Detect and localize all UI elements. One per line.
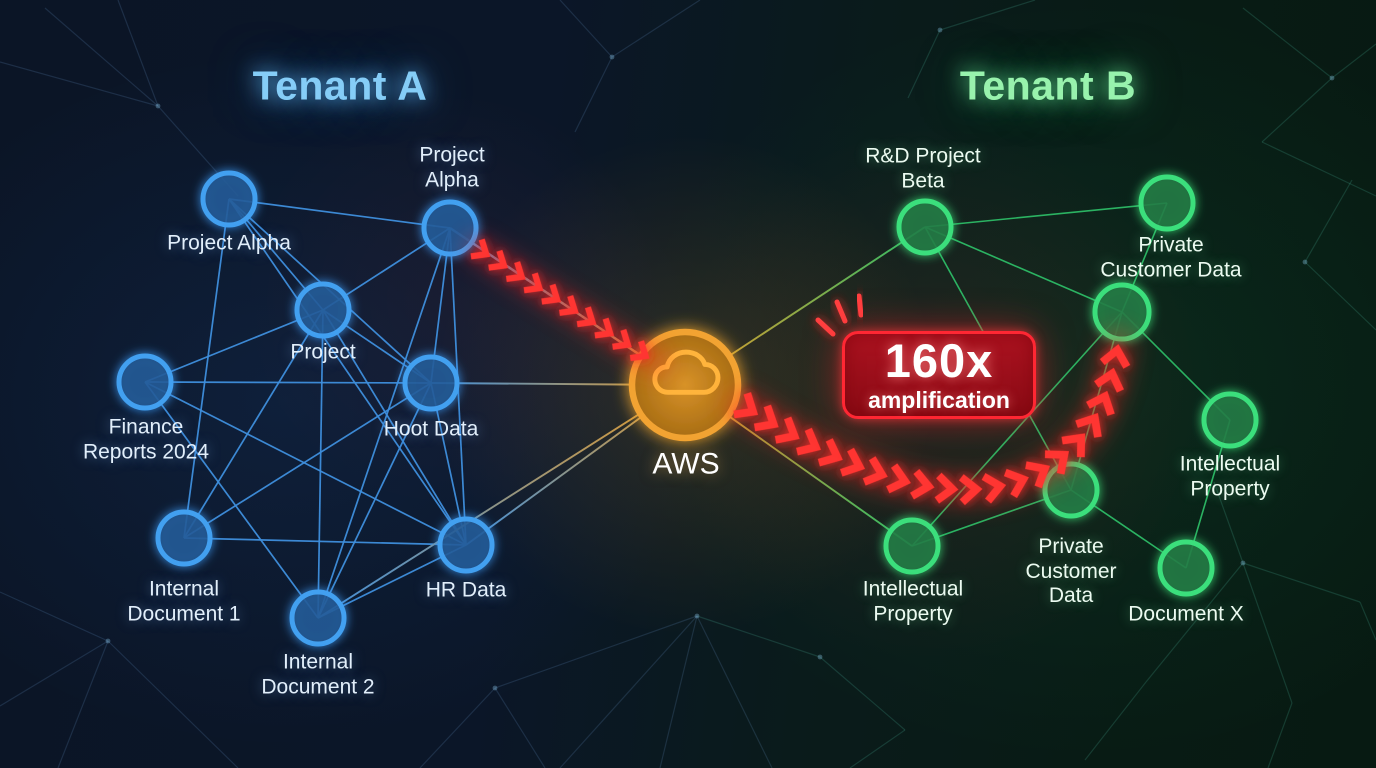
edge-a4-a5 [144,381,432,384]
aws-hub-label: AWS [652,447,720,481]
node-label-a2: Project Alpha [419,143,485,191]
node-label-a5: Hoot Data [383,417,479,441]
node-label-b5: Intellectual Property [862,577,964,625]
node-b7 [1157,539,1215,597]
node-label-a6: Internal Document 1 [127,577,241,625]
edge-a3-a4 [144,309,324,383]
edge-a4-a8 [144,381,319,619]
tenant-a-title: Tenant A [252,62,428,109]
node-b5 [883,517,941,575]
edge-a5-a6 [183,382,432,539]
edge-b1-b2 [924,202,1168,228]
node-b4 [1201,391,1259,449]
attack-flow-a2-aws [462,233,671,378]
node-label-a4: Finance Reports 2024 [82,415,210,463]
amplification-caption: amplification [868,386,1010,413]
spark-lines [815,293,864,337]
edge-a1-a6 [183,198,230,539]
node-a5 [402,354,460,412]
amplification-value: 160x [884,333,994,387]
edge-a3-a7 [322,309,467,546]
edge-a4-a7 [144,381,467,546]
node-label-a3: Project [290,340,356,364]
node-a8 [289,589,347,647]
tenant-b-title: Tenant B [959,62,1137,109]
edge-a1-a7 [228,198,467,546]
edge-a1-a2 [228,198,451,229]
node-a6 [155,509,213,567]
node-label-b7: Document X [1128,602,1244,626]
node-label-b6: Private Customer Data [1025,535,1117,608]
edge-a3-a6 [183,309,324,539]
node-label-a7: HR Data [425,578,507,602]
edge-a3-a8 [317,309,324,619]
node-b2 [1138,174,1196,232]
edge-b1-b3 [924,226,1123,313]
hub-link-a8 [317,384,686,619]
node-a1 [200,170,258,228]
cloud-icon [652,349,721,395]
node-a4 [116,353,174,411]
edge-a5-a8 [317,382,432,619]
node-label-b4: Intellectual Property [1179,452,1281,500]
node-label-b1: R&D Project Beta [865,144,981,192]
attack-flow-aws-b3 [724,326,1138,509]
node-label-a8: Internal Document 2 [261,650,375,698]
node-a7 [437,516,495,574]
amplification-badge: 160x amplification [842,331,1036,419]
node-a3 [294,281,352,339]
node-a2 [421,199,479,257]
node-label-b2: Private Customer Data [1100,233,1242,281]
edge-a6-a7 [183,537,467,546]
edge-a2-a8 [317,227,451,619]
node-b1 [896,198,954,256]
node-label-a1: Project Alpha [167,231,291,255]
